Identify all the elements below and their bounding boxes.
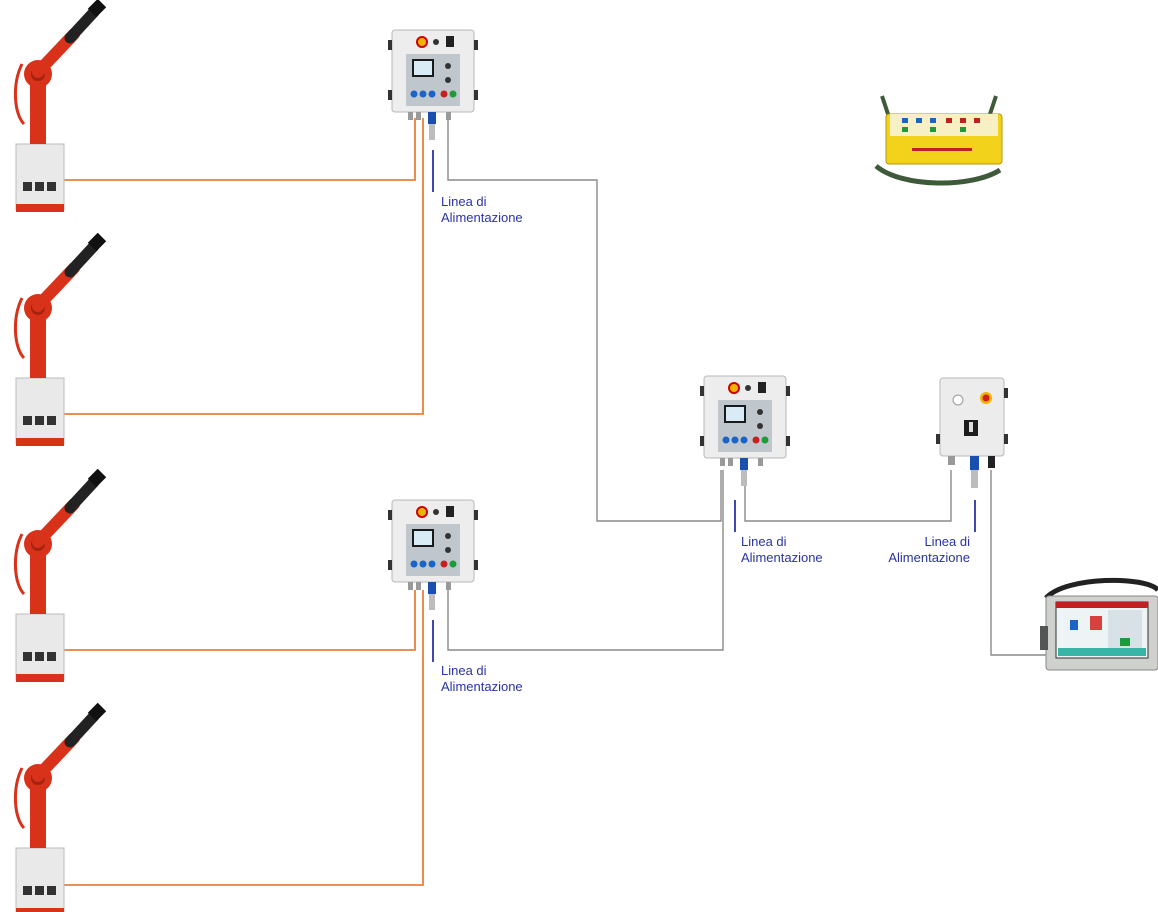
power-line-label: Linea di Alimentazione <box>441 663 523 695</box>
fire-monitor-icon <box>15 703 106 912</box>
power-line-label-line2: Alimentazione <box>441 210 523 226</box>
power-line-label-line1: Linea di <box>876 534 970 550</box>
power-line-label-line1: Linea di <box>441 663 523 679</box>
power-switch-box-icon <box>936 378 1008 488</box>
power-line-label-line2: Alimentazione <box>741 550 823 566</box>
monitor-cables <box>64 118 423 885</box>
power-line-label: Linea di Alimentazione <box>741 534 823 566</box>
power-line-label-line2: Alimentazione <box>441 679 523 695</box>
power-line-label-line2: Alimentazione <box>876 550 970 566</box>
touch-panel-icon <box>1040 580 1158 670</box>
control-panel-icon <box>388 30 478 140</box>
power-line-label-line1: Linea di <box>741 534 823 550</box>
power-line-label-line1: Linea di <box>441 194 523 210</box>
remote-control-icon <box>876 96 1002 183</box>
control-panel-icon <box>388 500 478 610</box>
power-line-label: Linea di Alimentazione <box>876 534 970 566</box>
control-panel-icon <box>700 376 790 486</box>
power-line-label: Linea di Alimentazione <box>441 194 523 226</box>
